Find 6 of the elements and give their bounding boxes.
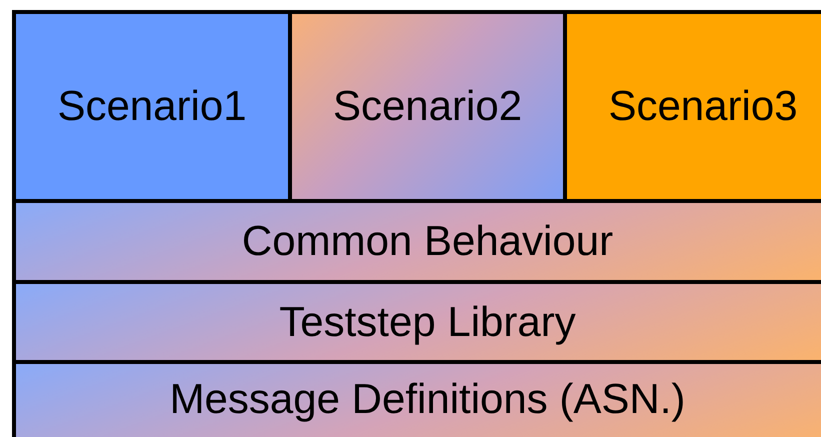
box-label: Common Behaviour [242,218,614,265]
box-label: Scenario1 [57,83,247,130]
box-label: Message Definitions (ASN.) [170,376,686,422]
box-label: Teststep Library [279,298,576,346]
box-label: Scenario3 [608,83,798,130]
box-label: Scenario2 [332,83,522,130]
